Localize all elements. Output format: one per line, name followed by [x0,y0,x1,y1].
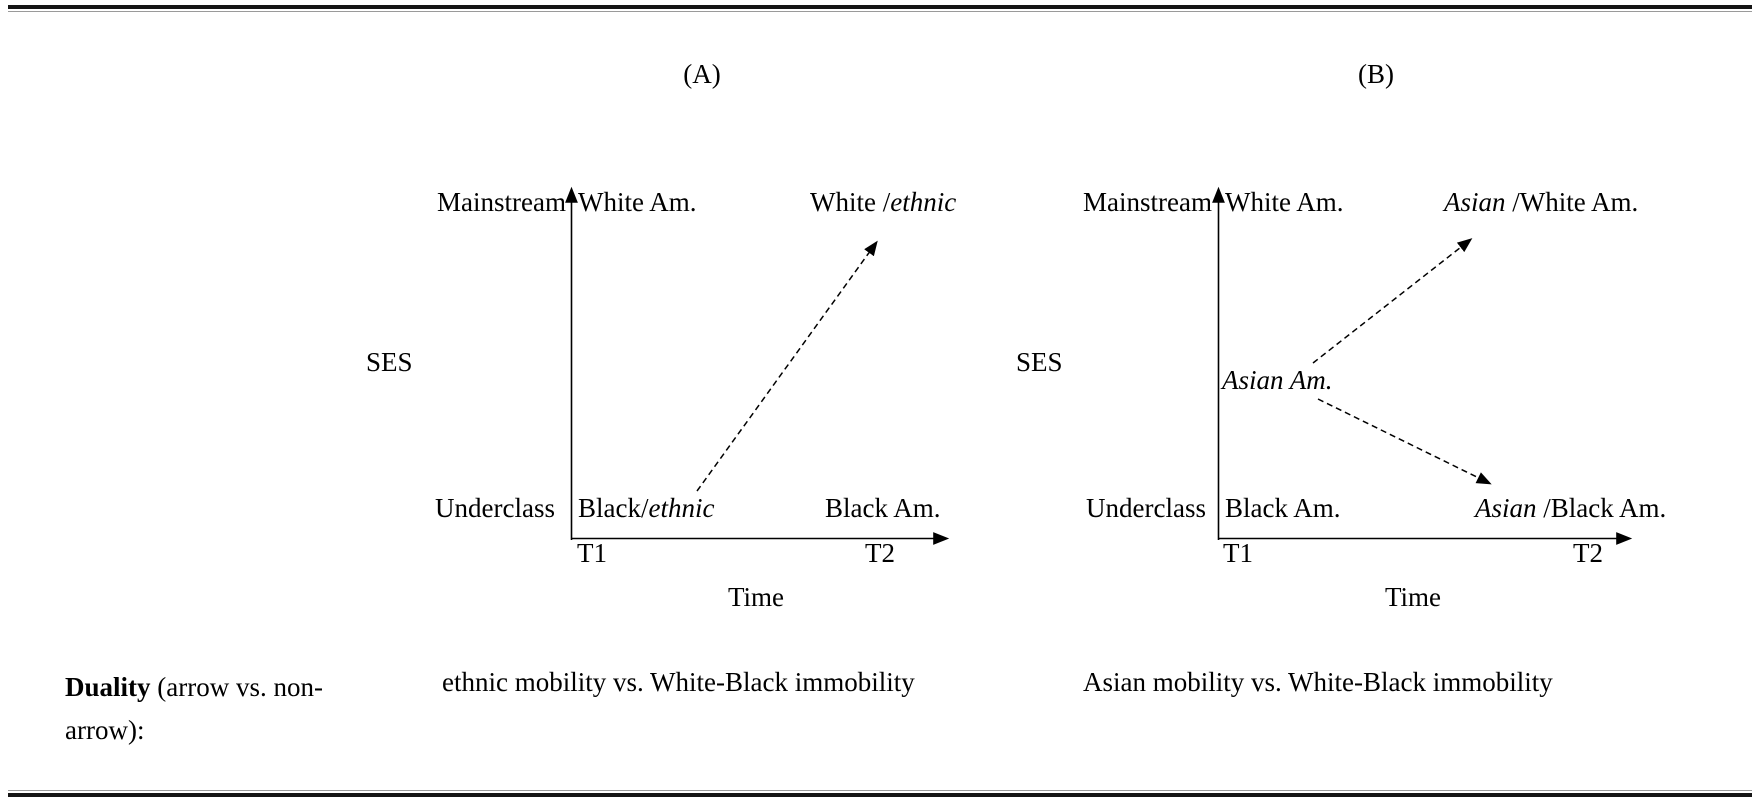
panel-b-white-am-label: White Am. [1225,187,1344,217]
panel-a-underclass-label: Underclass [435,493,555,523]
panel-b-asian-am-label: Asian Am. [1222,365,1333,395]
panel-a-white-ethnic-roman: White / [810,187,891,217]
panel-b-asian-white-roman: /White Am. [1505,187,1639,217]
panel-a-black-ethnic-italic: ethnic [648,493,715,523]
panel-a-title: (A) [683,59,721,89]
panel-b-title: (B) [1358,59,1394,89]
bottom-rule [8,793,1752,797]
duality-qualifier: (arrow vs. non-arrow): [65,672,323,745]
panel-b-t2-tick-label: T2 [1573,538,1603,568]
panel-b-asian-black-roman: /Black Am. [1536,493,1667,523]
panel-b-asian-white-italic: Asian [1444,187,1506,217]
top-rule-shadow [8,11,1752,12]
panel-a-ses-axis-label: SES [366,347,413,377]
panel-a-white-am-label: White Am. [578,187,697,217]
panel-a-black-ethnic-roman: Black/ [578,493,649,523]
bottom-rule-shadow [8,790,1752,791]
panel-b-black-am-label: Black Am. [1225,493,1341,523]
panel-a-t2-tick-label: T2 [865,538,895,568]
panel-a-t1-tick-label: T1 [577,538,607,568]
panel-a-black-ethnic-label: Black/ethnic [578,492,714,524]
duality-row-label: Duality (arrow vs. non-arrow): [65,666,333,752]
panel-b-asian-white-label: Asian /White Am. [1444,186,1638,218]
panel-a-mainstream-label: Mainstream [437,187,566,217]
top-rule [8,5,1752,9]
panel-b-time-axis-label: Time [1385,582,1442,612]
panel-a-white-ethnic-italic: ethnic [890,187,957,217]
panel-b-caption: Asian mobility vs. White-Black immobilit… [1083,667,1553,697]
panel-a-black-am-label: Black Am. [825,493,941,523]
panel-b-downward-mobility-arrow [1317,398,1492,485]
duality-term: Duality [65,672,151,702]
panel-a-mobility-arrow [696,240,878,492]
panel-a-time-axis-label: Time [728,582,785,612]
panel-b-asian-black-italic: Asian [1475,493,1537,523]
panel-a-white-ethnic-label: White /ethnic [810,186,956,218]
panel-b-underclass-label: Underclass [1086,493,1206,523]
panel-b-ses-axis-label: SES [1016,347,1063,377]
panel-b-t1-tick-label: T1 [1223,538,1253,568]
panel-b-mainstream-label: Mainstream [1083,187,1212,217]
panel-a-caption: ethnic mobility vs. White-Black immobili… [442,667,915,697]
panel-b-asian-black-label: Asian /Black Am. [1475,492,1666,524]
panel-b-upward-mobility-arrow [1312,238,1473,364]
